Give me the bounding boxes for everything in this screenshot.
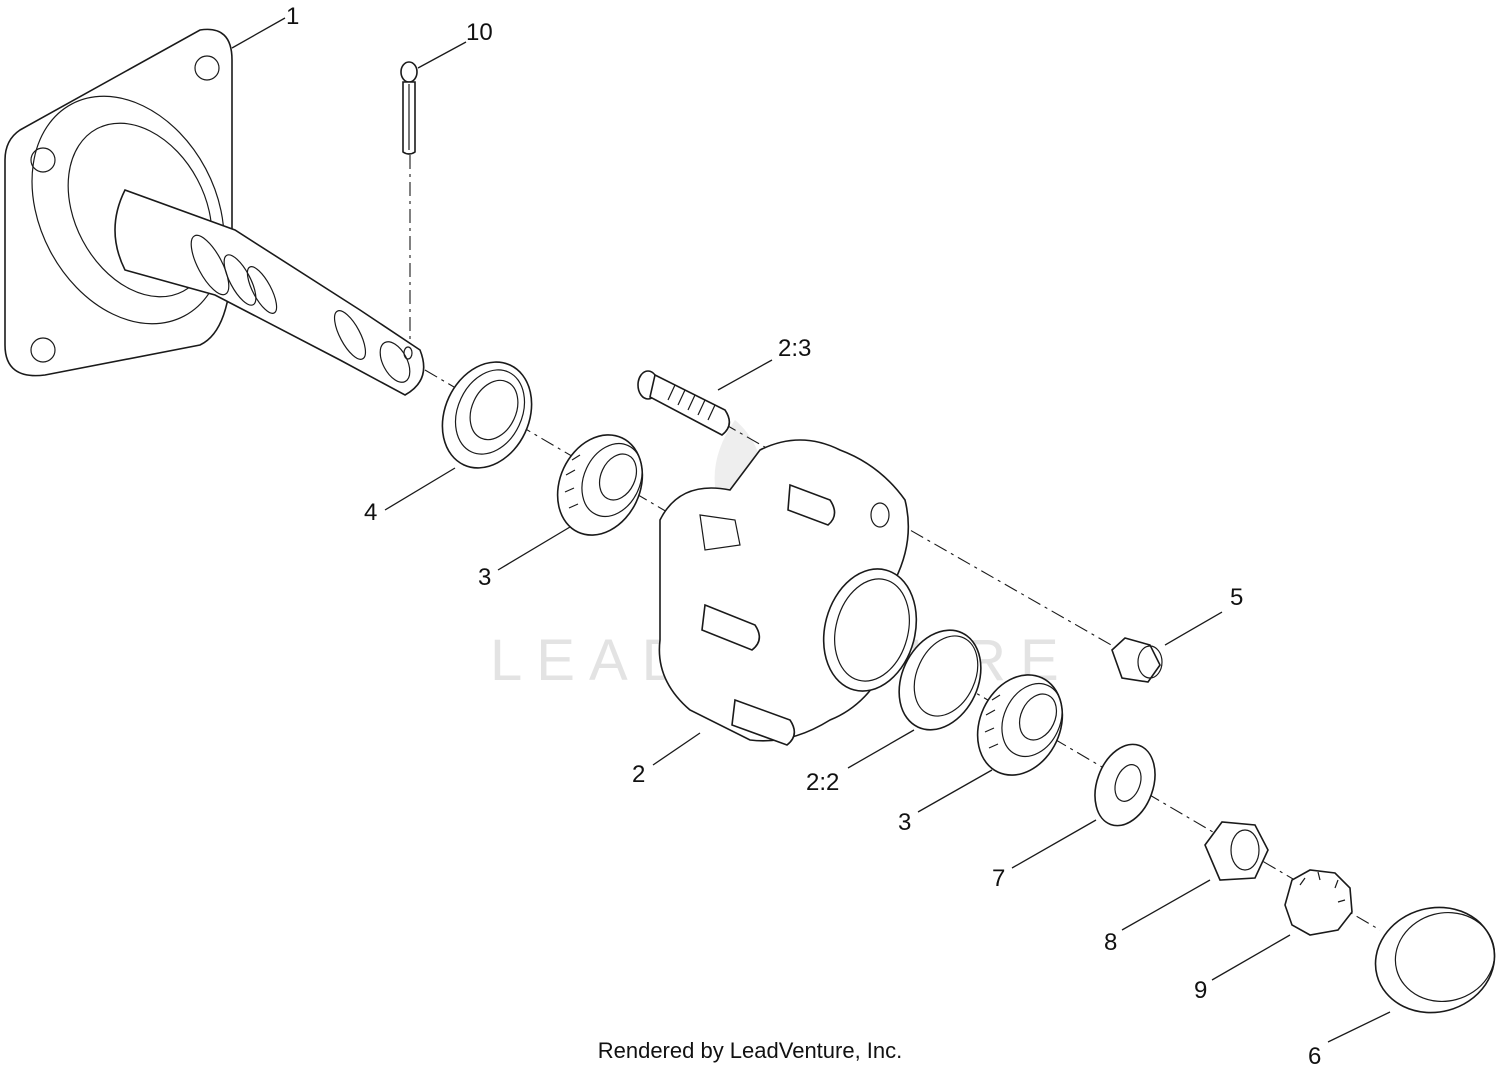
callout-2-3: 2:3: [778, 335, 811, 362]
leader-line-2-2: [847, 729, 915, 769]
callout-5: 5: [1230, 584, 1243, 611]
leader-line-7: [1011, 819, 1097, 869]
leader-line-4: [384, 467, 456, 511]
leader-line-3-inner: [497, 526, 571, 571]
leader-line-1: [231, 17, 286, 49]
rendered-by-footer: Rendered by LeadVenture, Inc.: [597, 1038, 903, 1063]
leader-line-9: [1211, 934, 1291, 981]
cotter-pin-part: [400, 61, 418, 155]
leader-line-3-outer: [917, 769, 993, 813]
callout-7: 7: [992, 865, 1005, 892]
callout-6: 6: [1308, 1043, 1321, 1070]
nut-retainer-part: [1284, 869, 1353, 936]
wheel-hub-part: [658, 439, 918, 746]
spindle-flange-part: [4, 28, 425, 396]
leader-line-5: [1164, 611, 1223, 646]
callout-10: 10: [466, 19, 493, 46]
callout-1: 1: [286, 3, 299, 30]
callout-8: 8: [1104, 929, 1117, 956]
spindle-nut-part: [1204, 821, 1269, 881]
callout-3-outer: 3: [898, 809, 911, 836]
outer-bearing-cone-part: [976, 674, 1064, 776]
grease-seal-part: [441, 361, 533, 469]
leader-line-8: [1121, 879, 1211, 931]
leader-line-2-3: [717, 359, 773, 391]
lug-nut-part: [1111, 637, 1163, 683]
leader-line-10: [417, 41, 467, 69]
dust-cap-part: [1374, 906, 1496, 1014]
callout-3-inner: 3: [478, 564, 491, 591]
wheel-stud-part: [637, 370, 731, 436]
inner-bearing-cone-part: [556, 434, 644, 536]
callout-4: 4: [364, 499, 377, 526]
callout-2-2: 2:2: [806, 769, 839, 796]
leader-line-6: [1327, 1011, 1391, 1043]
spindle-washer-part: [1094, 743, 1156, 827]
callout-9: 9: [1194, 977, 1207, 1004]
bearing-cup-part: [898, 629, 982, 731]
leader-line-2: [652, 732, 701, 766]
callout-2: 2: [632, 761, 645, 788]
